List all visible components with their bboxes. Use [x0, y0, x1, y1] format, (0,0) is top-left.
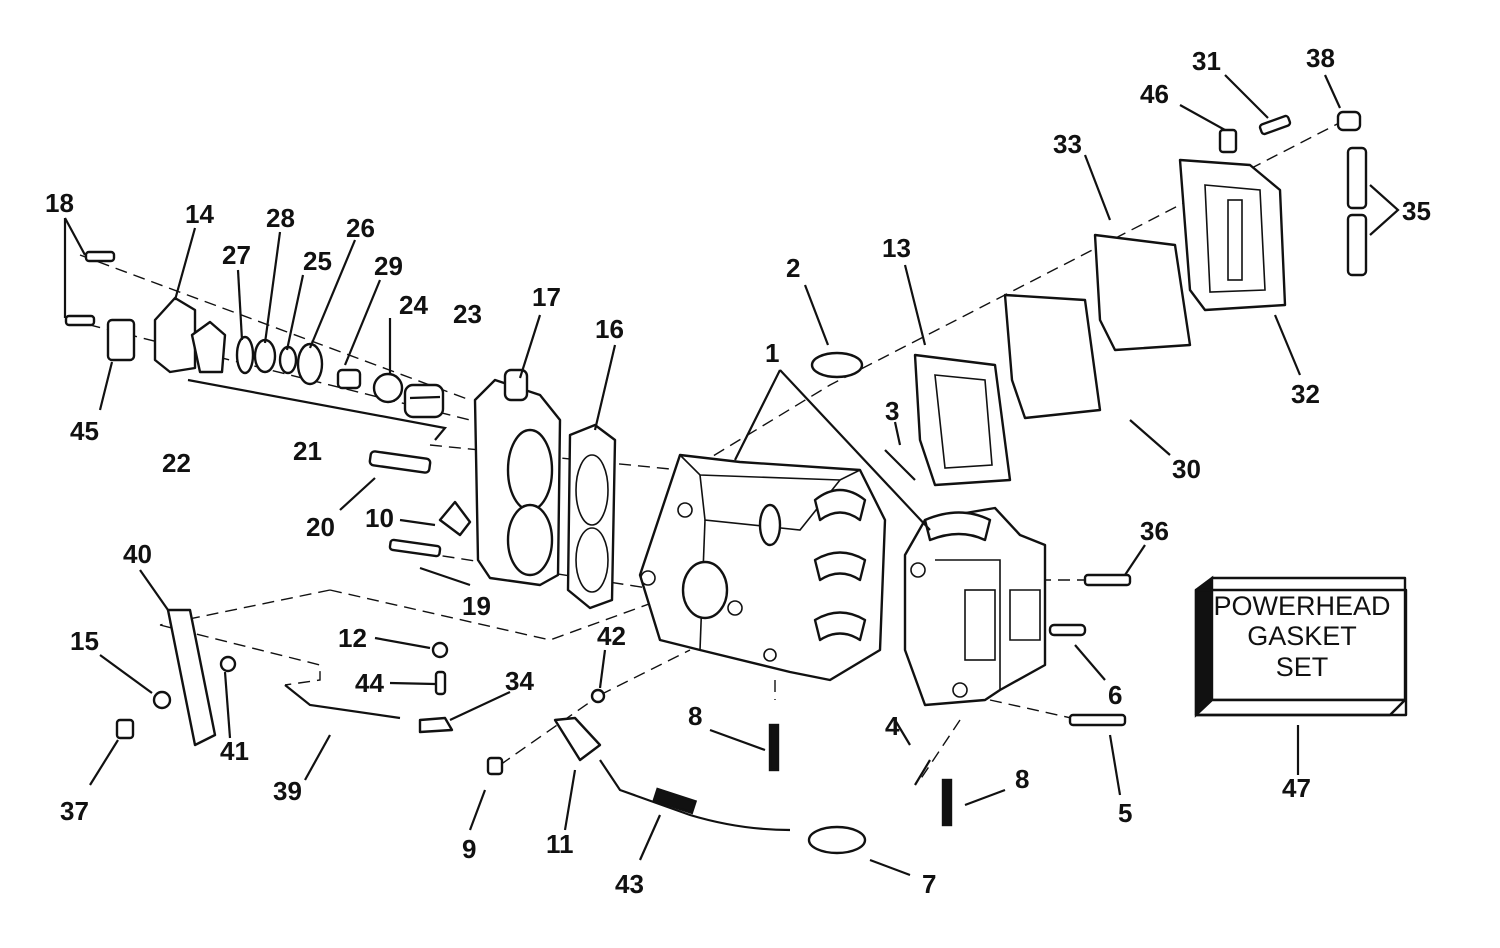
callout-14: 14	[185, 199, 214, 229]
callout-8-left: 8	[688, 701, 702, 731]
callout-1: 1	[765, 338, 779, 368]
callout-43: 43	[615, 869, 644, 899]
callout-41: 41	[220, 736, 249, 766]
callout-25: 25	[303, 246, 332, 276]
callout-2: 2	[786, 253, 800, 283]
callout-28: 28	[266, 203, 295, 233]
part-thermostat-housing-14	[106, 296, 197, 374]
part-exhaust-cover-32	[1178, 158, 1287, 312]
callout-3: 3	[885, 396, 899, 426]
callout-7: 7	[922, 869, 936, 899]
callout-19: 19	[462, 591, 491, 621]
callout-44: 44	[355, 668, 384, 698]
part-head-gasket	[566, 423, 617, 610]
part-small-hardware	[64, 110, 1368, 855]
part-clip-10	[438, 500, 472, 537]
callout-4: 4	[885, 711, 900, 741]
callout-36: 36	[1140, 516, 1169, 546]
callout-21: 21	[293, 436, 322, 466]
callout-33: 33	[1053, 129, 1082, 159]
callout-37: 37	[60, 796, 89, 826]
callout-35: 35	[1402, 196, 1431, 226]
callout-32: 32	[1291, 379, 1320, 409]
gasket-set-line1: POWERHEAD	[1213, 591, 1390, 621]
part-exhaust-plate-30	[1003, 293, 1102, 420]
part-crankcase	[903, 506, 1047, 707]
part-link-rod-39	[284, 684, 401, 720]
callout-23: 23	[453, 299, 482, 329]
callout-17: 17	[532, 282, 561, 312]
part-linkage-11-43	[553, 716, 791, 832]
callout-26: 26	[346, 213, 375, 243]
callout-16: 16	[595, 314, 624, 344]
part-gasket-33	[1093, 233, 1192, 352]
gasket-set-box: POWERHEAD GASKET SET	[1194, 575, 1408, 718]
callout-5: 5	[1118, 798, 1132, 828]
part-screw-19	[388, 538, 442, 558]
callout-11: 11	[546, 829, 574, 859]
part-cylinder-block	[638, 453, 887, 682]
callout-40: 40	[123, 539, 152, 569]
callout-27: 27	[222, 240, 251, 270]
callout-20: 20	[306, 512, 335, 542]
part-spark-plug-20	[368, 450, 432, 474]
part-thermostat-stack	[235, 335, 445, 419]
part-cylinder-head	[473, 368, 562, 587]
callout-8-right: 8	[1015, 764, 1029, 794]
callout-labels: 1 2 3 4 5 6 7 8 8 9 10 11 12 13 14 15 16…	[45, 43, 1431, 899]
callout-13: 13	[882, 233, 911, 263]
callout-47: 47	[1282, 773, 1311, 803]
callout-29: 29	[374, 251, 403, 281]
callout-45: 45	[70, 416, 99, 446]
part-exhaust-gasket-13	[913, 353, 1012, 487]
callout-31: 31	[1192, 46, 1221, 76]
callout-24: 24	[399, 290, 428, 320]
callout-30: 30	[1172, 454, 1201, 484]
callout-leader-lines	[63, 74, 1400, 877]
callout-18: 18	[45, 188, 74, 218]
callout-9: 9	[462, 834, 476, 864]
callout-42: 42	[597, 621, 626, 651]
part-lever-40	[166, 608, 217, 747]
gasket-set-line2: GASKET	[1247, 621, 1357, 651]
assembly-dashed-lines	[69, 119, 1346, 781]
part-gasket-22	[190, 320, 227, 374]
callout-12: 12	[338, 623, 367, 653]
callout-38: 38	[1306, 43, 1335, 73]
callout-6: 6	[1108, 680, 1122, 710]
callout-46: 46	[1140, 79, 1169, 109]
part-bracket-assembly	[187, 378, 448, 441]
callout-39: 39	[273, 776, 302, 806]
callout-22: 22	[162, 448, 191, 478]
callout-15: 15	[70, 626, 99, 656]
callout-10: 10	[365, 503, 394, 533]
callout-34: 34	[505, 666, 534, 696]
gasket-set-line3: SET	[1276, 652, 1329, 682]
